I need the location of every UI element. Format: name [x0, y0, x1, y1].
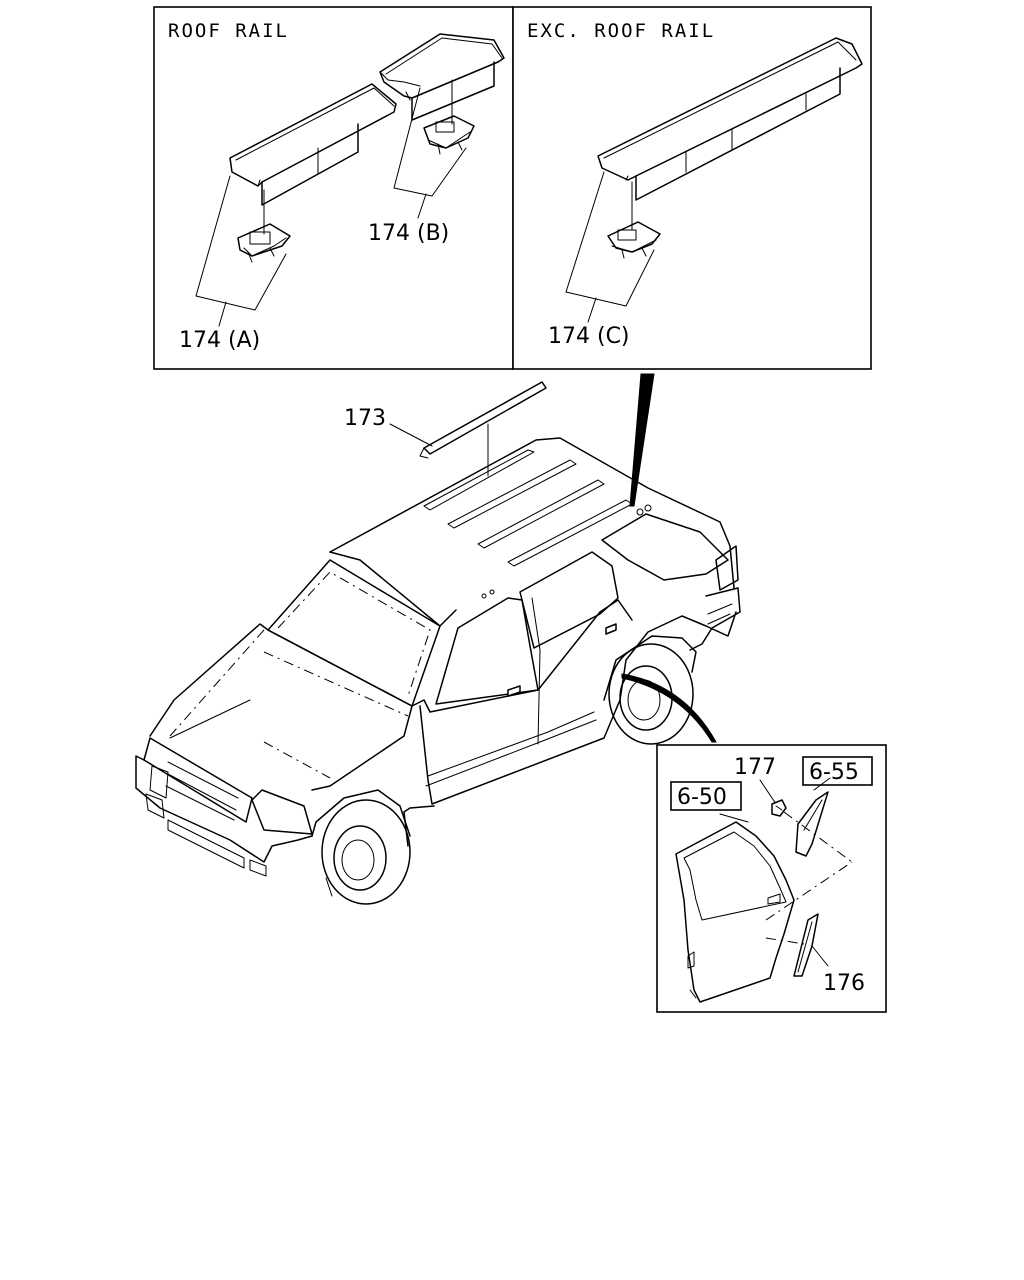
- callout-174c: 174 (C): [548, 324, 630, 349]
- bracket-a: [237, 189, 291, 263]
- roof-molding-173: 173: [344, 381, 547, 477]
- ref-6-50-label: 6-50: [677, 785, 727, 810]
- clip-177: [759, 779, 787, 817]
- callout-174b: 174 (B): [368, 221, 449, 246]
- pointer-wedge-door: [621, 673, 717, 743]
- inset-roof-rail: ROOF RAIL 174 (A): [153, 6, 514, 370]
- inset-roof-rail-header: ROOF RAIL: [168, 20, 289, 42]
- roof-rail-b: [379, 33, 505, 121]
- inset-rear-door: 6-50 6-55 177 176: [656, 744, 887, 1013]
- pillar-moulding-upper: [783, 777, 853, 863]
- callout-173: 173: [344, 406, 386, 431]
- ref-box-6-55: 6-55: [802, 756, 873, 786]
- inset-exc-roof-rail-header: EXC. ROOF RAIL: [527, 20, 715, 42]
- callout-174a: 174 (A): [179, 328, 260, 353]
- roof-rail-a: [229, 83, 397, 206]
- ref-box-6-50: 6-50: [670, 781, 742, 811]
- roof-molding-exc-rail: [597, 37, 863, 201]
- bracket-b: [423, 79, 475, 155]
- vehicle-drawing: 173: [135, 381, 741, 905]
- rear-door-panel: [675, 813, 853, 1003]
- callout-176: 176: [823, 971, 865, 996]
- callout-177: 177: [734, 755, 776, 780]
- ref-6-55-label: 6-55: [809, 760, 859, 785]
- bracket-c: [607, 181, 661, 259]
- moulding-176: [765, 913, 829, 977]
- inset-exc-roof-rail: EXC. ROOF RAIL 174 (C): [512, 6, 872, 370]
- pointer-wedge-roof: [629, 373, 655, 507]
